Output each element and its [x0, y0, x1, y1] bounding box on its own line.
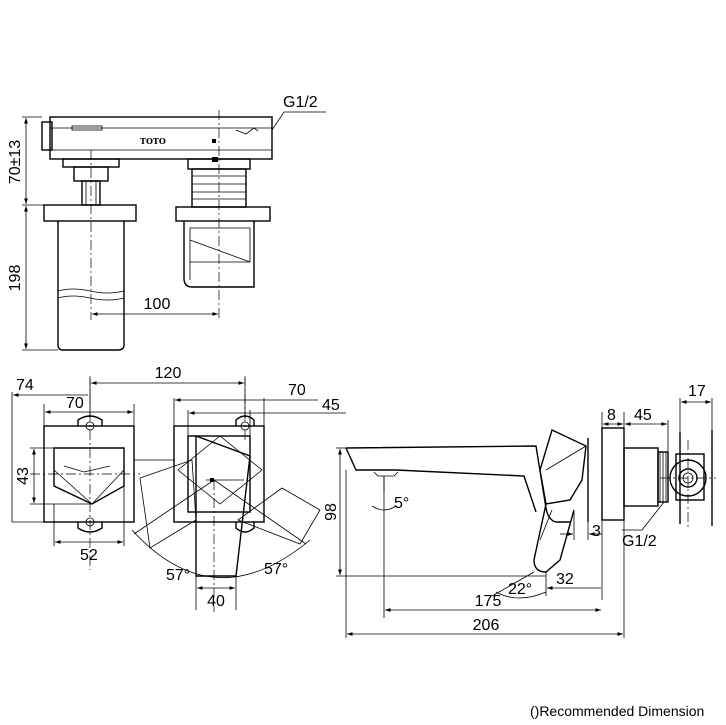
spout-outlet-symbol	[235, 127, 259, 135]
top-body-bar	[49, 116, 273, 160]
spout-swing-right	[237, 487, 321, 545]
angle-57-left: 57°	[166, 567, 190, 584]
spout-plate-inner	[187, 435, 251, 513]
dim-43: 43	[15, 467, 32, 485]
label-g12-side: G1/2	[622, 533, 657, 550]
front-view: 57° 57° 120 74 70 70 45 43	[11, 365, 346, 612]
recommended-dimension-note: ()Recommended Dimension	[530, 703, 704, 719]
side-spout-bottom	[345, 447, 537, 513]
side-spout-top	[345, 445, 570, 523]
dim-120: 120	[155, 365, 182, 382]
dim-198: 198	[7, 265, 24, 292]
handle-angle-arc	[495, 591, 547, 599]
side-nut	[675, 453, 705, 501]
angle-57-right: 57°	[264, 561, 288, 578]
dim-3: 3	[592, 523, 601, 540]
dim-52: 52	[80, 547, 98, 564]
side-handle-lever	[533, 503, 575, 573]
dim-45-front: 45	[322, 397, 340, 414]
dim-98: 98	[323, 503, 340, 521]
spout-swing-left	[139, 459, 197, 549]
label-g12-top: G1/2	[283, 94, 318, 111]
spout-plate-tab-bottom	[235, 522, 255, 533]
right-body	[183, 221, 255, 288]
angle-5: 5°	[394, 495, 409, 512]
dim-70-right: 70	[288, 382, 306, 399]
dim-175: 175	[475, 593, 502, 610]
dim-74: 74	[16, 377, 34, 394]
angle-22: 22°	[508, 581, 532, 598]
dim-70-13: 70±13	[7, 140, 24, 184]
dim-40: 40	[207, 593, 225, 610]
handle-plate-tab-bottom	[77, 522, 103, 533]
dim-32: 32	[556, 571, 574, 588]
dim-206: 206	[473, 617, 500, 634]
right-flange	[175, 206, 271, 222]
brand-logo: TOTO	[140, 136, 166, 146]
dim-45-side: 45	[634, 407, 652, 424]
dim-70-left: 70	[66, 395, 84, 412]
rotating-spout	[195, 434, 251, 577]
side-wall-plate	[601, 427, 625, 521]
swing-arc	[131, 529, 311, 579]
side-view: 5° 98 3	[323, 383, 716, 638]
side-handle	[539, 429, 587, 505]
top-body-endcap	[41, 121, 53, 151]
spout-plate	[173, 425, 265, 523]
dim-100: 100	[144, 296, 171, 313]
left-flange	[43, 204, 137, 222]
lever-handle	[53, 447, 125, 505]
side-valve-body	[623, 447, 659, 507]
top-body-slot	[71, 125, 103, 131]
dim-8: 8	[607, 407, 616, 424]
dim-17: 17	[688, 383, 706, 400]
left-sleeve	[57, 221, 125, 351]
top-view: TOTO 70±13	[7, 94, 326, 351]
